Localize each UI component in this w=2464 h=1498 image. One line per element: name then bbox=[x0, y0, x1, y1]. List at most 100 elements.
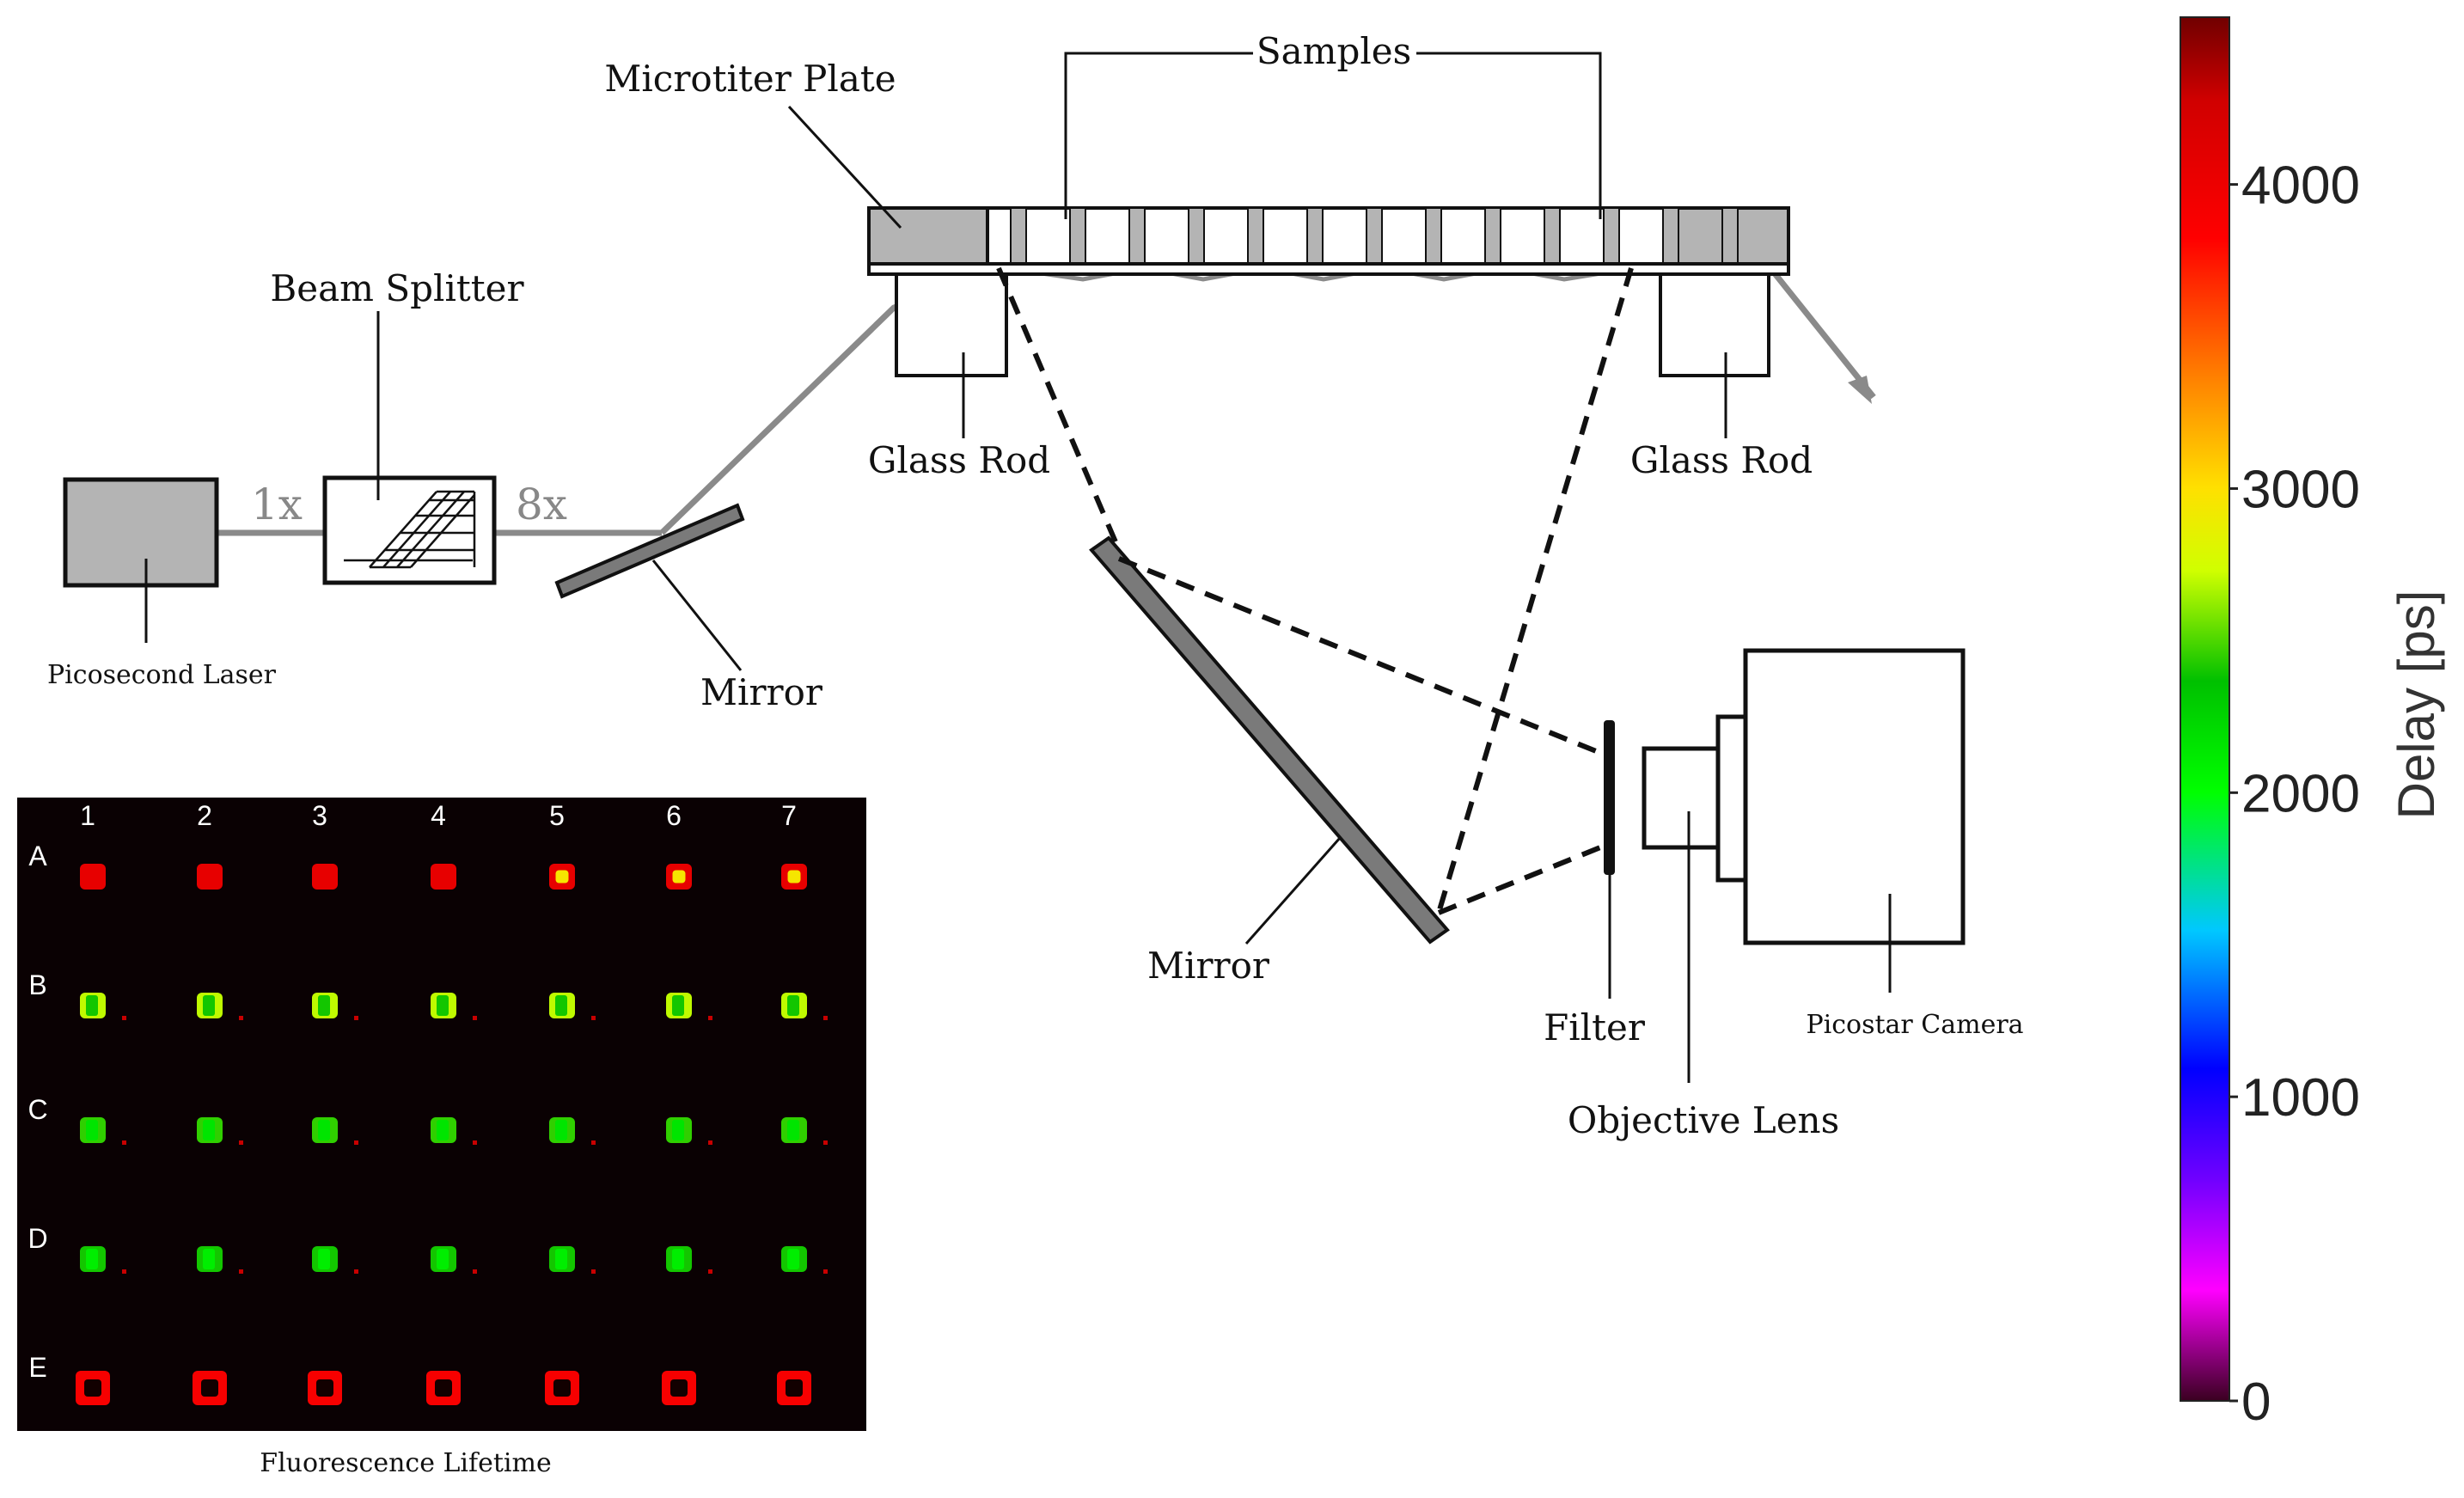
colorbar-tick-label: 1000 bbox=[2241, 1068, 2360, 1128]
lifetime-spot-core bbox=[672, 870, 686, 884]
microtiter-plate bbox=[867, 206, 1790, 276]
beam-splitter bbox=[322, 475, 497, 585]
picosecond-laser bbox=[63, 477, 219, 588]
lifetime-speck bbox=[354, 1140, 358, 1145]
leader-lines bbox=[144, 52, 1892, 1083]
picostar-camera bbox=[1743, 648, 1966, 945]
lifetime-speck bbox=[591, 1016, 596, 1020]
lifetime-spots bbox=[76, 864, 828, 1405]
label-picosecond-laser: Picosecond Laser bbox=[47, 660, 277, 690]
row-label: D bbox=[28, 1223, 47, 1254]
lifetime-spot-core bbox=[86, 995, 98, 1016]
lifetime-spot-core bbox=[553, 1379, 571, 1397]
well-divider bbox=[1128, 207, 1146, 265]
label-glass-rod-left: Glass Rod bbox=[868, 439, 1050, 481]
label-mirror-small: Mirror bbox=[700, 671, 823, 713]
lifetime-spot-core bbox=[787, 1249, 799, 1269]
lifetime-row-labels: A B C D E bbox=[28, 841, 47, 1383]
lifetime-spot-core bbox=[203, 1249, 215, 1269]
lifetime-spot-core bbox=[437, 995, 449, 1016]
well-divider bbox=[1544, 207, 1561, 265]
lifetime-spot-core bbox=[201, 1379, 218, 1397]
lifetime-speck bbox=[354, 1016, 358, 1020]
lifetime-spot-core bbox=[203, 1120, 215, 1140]
lifetime-speck bbox=[823, 1269, 828, 1274]
lifetime-spot-core bbox=[787, 995, 799, 1016]
lifetime-speck bbox=[239, 1016, 243, 1020]
lifetime-speck bbox=[708, 1269, 712, 1274]
camera-mount bbox=[1715, 714, 1748, 883]
column-label: 1 bbox=[80, 800, 95, 831]
lifetime-spot-core bbox=[555, 995, 567, 1016]
row-label: C bbox=[28, 1094, 47, 1125]
lifetime-spot-core bbox=[437, 1249, 449, 1269]
filter bbox=[1604, 720, 1615, 875]
lifetime-speck bbox=[354, 1269, 358, 1274]
row-label: A bbox=[28, 841, 47, 871]
lifetime-speck bbox=[708, 1140, 712, 1145]
lifetime-spot-core bbox=[555, 870, 569, 884]
lifetime-spot-core bbox=[672, 995, 684, 1016]
beam-arrowhead bbox=[1848, 376, 1872, 404]
lifetime-spot-core bbox=[555, 1120, 567, 1140]
component-labels: Microtiter Plate Samples Beam Splitter G… bbox=[47, 30, 2024, 1141]
colorbar-gradient bbox=[2180, 16, 2230, 1402]
lifetime-caption: Fluorescence Lifetime bbox=[260, 1448, 551, 1478]
row-label: E bbox=[28, 1352, 46, 1383]
well-divider bbox=[1306, 207, 1324, 265]
lifetime-speck bbox=[122, 1140, 126, 1145]
well-divider bbox=[1247, 207, 1264, 265]
lifetime-spot-core bbox=[435, 1379, 452, 1397]
lifetime-spot-core bbox=[318, 1120, 330, 1140]
well-divider bbox=[1366, 207, 1383, 265]
lifetime-spot bbox=[431, 864, 456, 890]
column-label: 2 bbox=[197, 800, 212, 831]
lifetime-speck bbox=[823, 1016, 828, 1020]
lifetime-speck bbox=[239, 1269, 243, 1274]
label-mag-8x: 8x bbox=[516, 480, 567, 529]
lifetime-spot-core bbox=[787, 1120, 799, 1140]
column-label: 4 bbox=[431, 800, 446, 831]
well-divider bbox=[1188, 207, 1205, 265]
glass-rod-right bbox=[1659, 272, 1770, 377]
glass-rod-left bbox=[895, 272, 1008, 377]
well-divider bbox=[1069, 207, 1086, 265]
label-microtiter-plate: Microtiter Plate bbox=[604, 58, 896, 100]
lifetime-spot-core bbox=[555, 1249, 567, 1269]
lifetime-speck bbox=[823, 1140, 828, 1145]
label-picostar-camera: Picostar Camera bbox=[1806, 1010, 2023, 1040]
lifetime-spot-core bbox=[86, 1249, 98, 1269]
column-label: 7 bbox=[781, 800, 797, 831]
lifetime-spot-core bbox=[318, 995, 330, 1016]
column-label: 3 bbox=[312, 800, 327, 831]
colorbar-tick-label: 4000 bbox=[2241, 156, 2360, 216]
lifetime-spot bbox=[197, 864, 223, 890]
lifetime-speck bbox=[239, 1140, 243, 1145]
lifetime-spot-core bbox=[318, 1249, 330, 1269]
column-label: 6 bbox=[666, 800, 682, 831]
colorbar-tick-label: 0 bbox=[2241, 1373, 2271, 1432]
well-divider bbox=[1721, 207, 1739, 265]
colorbar-title: Delay [ps] bbox=[2388, 590, 2445, 820]
lifetime-spot-core bbox=[786, 1379, 803, 1397]
mirror-small bbox=[554, 503, 745, 599]
label-filter: Filter bbox=[1544, 1006, 1646, 1049]
label-objective-lens: Objective Lens bbox=[1568, 1099, 1839, 1141]
lifetime-spot-core bbox=[672, 1120, 684, 1140]
lifetime-spot-core bbox=[787, 870, 801, 884]
well-divider bbox=[1603, 207, 1620, 265]
lifetime-speck bbox=[591, 1140, 596, 1145]
label-mag-1x: 1x bbox=[251, 480, 303, 529]
objective-lens bbox=[1642, 746, 1721, 850]
well-divider bbox=[1662, 207, 1679, 265]
label-samples: Samples bbox=[1256, 30, 1411, 72]
column-label: 5 bbox=[549, 800, 565, 831]
row-label: B bbox=[28, 969, 46, 1000]
lifetime-spot-core bbox=[84, 1379, 101, 1397]
lifetime-column-labels: 1 2 3 4 5 6 7 bbox=[80, 800, 797, 831]
lifetime-spot-core bbox=[316, 1379, 333, 1397]
lifetime-spot bbox=[312, 864, 338, 890]
lifetime-spot-core bbox=[437, 1120, 449, 1140]
